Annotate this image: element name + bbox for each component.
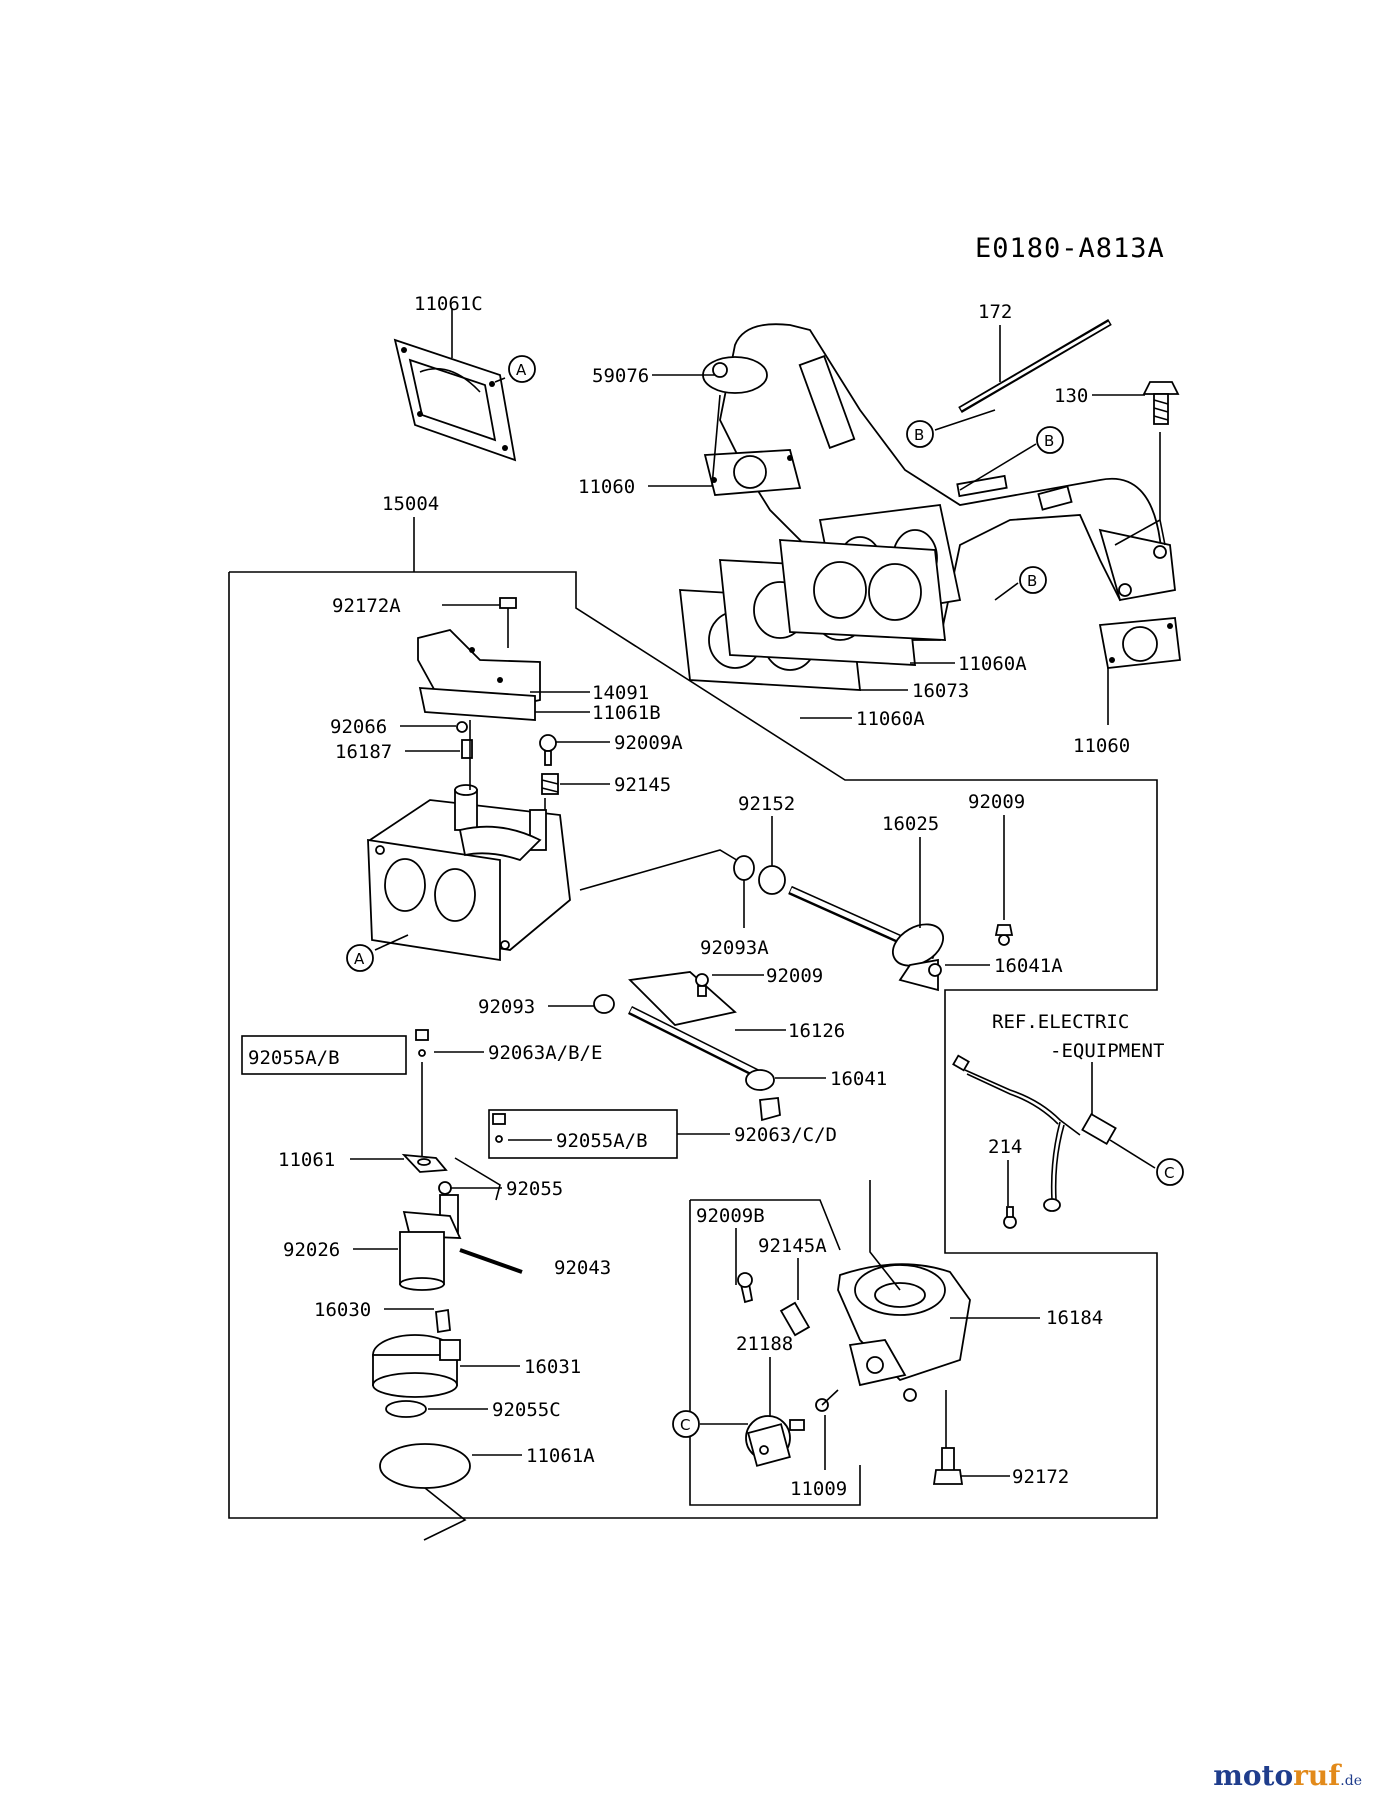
wire-harness-drawing <box>952 1054 1117 1229</box>
callout-92026: 92026 <box>283 1239 340 1261</box>
callout-214: 214 <box>988 1136 1022 1158</box>
callout-92145: 92145 <box>614 774 671 796</box>
callout-11060-right: 11060 <box>1073 735 1130 757</box>
callout-21188: 21188 <box>736 1333 793 1355</box>
marker-b3 <box>1019 566 1047 594</box>
leader-130-b <box>1159 519 1166 546</box>
jet-2 <box>492 1113 506 1125</box>
callout-11060a-1: 11060A <box>958 653 1027 675</box>
marker-b1-text: B <box>914 426 924 444</box>
marker-b1 <box>906 420 934 448</box>
callout-130: 130 <box>1054 385 1088 407</box>
jet-1-ring <box>418 1049 426 1057</box>
callout-92093: 92093 <box>478 996 535 1018</box>
callout-92172: 92172 <box>1012 1466 1069 1488</box>
marker-a-carb-text: A <box>354 950 365 968</box>
callout-16041a: 16041A <box>994 955 1063 977</box>
jet-1 <box>415 1029 429 1041</box>
callout-11061b: 11061B <box>592 702 661 724</box>
leader-a-carb <box>374 934 409 951</box>
callout-15004: 15004 <box>382 493 439 515</box>
callout-16184: 16184 <box>1046 1307 1103 1329</box>
callout-16025: 16025 <box>882 813 939 835</box>
leader-carb-to-shaft <box>579 849 741 891</box>
leader-b2 <box>959 443 1037 491</box>
callout-16187: 16187 <box>335 741 392 763</box>
callout-11009: 11009 <box>790 1478 847 1500</box>
marker-a-top-text: A <box>516 361 527 379</box>
assembly-frame-15004 <box>228 571 1158 1519</box>
leader-11009-ring <box>821 1389 839 1406</box>
callout-92063cd: 92063/C/D <box>734 1124 837 1146</box>
marker-a-top <box>508 355 536 383</box>
callout-16030: 16030 <box>314 1299 371 1321</box>
watermark-tld: .de <box>1340 1773 1362 1789</box>
callout-11061c: 11061C <box>414 293 483 315</box>
leader-11060-top-up <box>711 394 721 487</box>
solenoid-box-top <box>690 1199 841 1251</box>
callout-92055ab-1: 92055A/B <box>248 1047 340 1069</box>
callout-92172a: 92172A <box>332 595 401 617</box>
jet-2-ring <box>495 1135 503 1143</box>
callout-172: 172 <box>978 301 1012 323</box>
watermark-logo: motoruf.de <box>1213 1759 1362 1792</box>
leader-16184-top <box>869 1180 901 1291</box>
leader-c-electric <box>1109 1139 1156 1169</box>
leader-b1 <box>934 409 996 431</box>
marker-c-solenoid-text: C <box>680 1416 690 1434</box>
ref-electric-line1: REF.ELECTRIC <box>992 1011 1129 1033</box>
callout-92152: 92152 <box>738 793 795 815</box>
marker-c-electric-text: C <box>1164 1164 1174 1182</box>
callout-92055ab-2: 92055A/B <box>556 1130 648 1152</box>
ref-electric-line2: -EQUIPMENT <box>1050 1040 1164 1062</box>
callout-92055: 92055 <box>506 1178 563 1200</box>
carb-cover-drawing <box>417 597 559 795</box>
callout-92009a: 92009A <box>614 732 683 754</box>
leader-box2-down <box>454 1157 501 1201</box>
float-bowl-drawing <box>372 1153 523 1489</box>
carburetor-body-drawing <box>367 720 571 962</box>
callout-16041: 16041 <box>830 1068 887 1090</box>
leader-130-a <box>1114 519 1161 546</box>
marker-c-electric <box>1156 1158 1184 1186</box>
callout-59076: 59076 <box>592 365 649 387</box>
throttle-shaft-drawing <box>593 855 1014 1122</box>
leader-b3 <box>994 582 1019 601</box>
callout-16126: 16126 <box>788 1020 845 1042</box>
solenoid-box <box>689 1200 861 1506</box>
callout-16073: 16073 <box>912 680 969 702</box>
callout-11061: 11061 <box>278 1149 335 1171</box>
callout-92043: 92043 <box>554 1257 611 1279</box>
marker-b3-text: B <box>1027 572 1037 590</box>
callout-92009-mid: 92009 <box>766 965 823 987</box>
gasket-11061c-drawing <box>393 338 517 462</box>
marker-b2 <box>1036 426 1064 454</box>
fuel-solenoid-drawing <box>737 1263 971 1485</box>
leader-11061a-down <box>423 1487 467 1541</box>
diagram-code: E0180-A813A <box>975 233 1165 264</box>
callout-92066: 92066 <box>330 716 387 738</box>
callout-92009-top: 92009 <box>968 791 1025 813</box>
callout-92055c: 92055C <box>492 1399 561 1421</box>
intake-manifold-drawing <box>678 318 1182 691</box>
jet-box-1 <box>241 1035 407 1075</box>
marker-c-solenoid <box>672 1410 700 1438</box>
watermark-accent: ruf <box>1293 1759 1341 1792</box>
callout-14091: 14091 <box>592 682 649 704</box>
callout-92009b: 92009B <box>696 1205 765 1227</box>
callout-11061a: 11061A <box>526 1445 595 1467</box>
callout-92145a: 92145A <box>758 1235 827 1257</box>
marker-a-carb <box>346 944 374 972</box>
watermark-main: moto <box>1213 1759 1294 1792</box>
callout-11060-top: 11060 <box>578 476 635 498</box>
callout-92063abe: 92063A/B/E <box>488 1042 602 1064</box>
callout-92093a: 92093A <box>700 937 769 959</box>
marker-b2-text: B <box>1044 432 1054 450</box>
callout-16031: 16031 <box>524 1356 581 1378</box>
leader-a-top <box>494 377 506 383</box>
callout-11060a-2: 11060A <box>856 708 925 730</box>
